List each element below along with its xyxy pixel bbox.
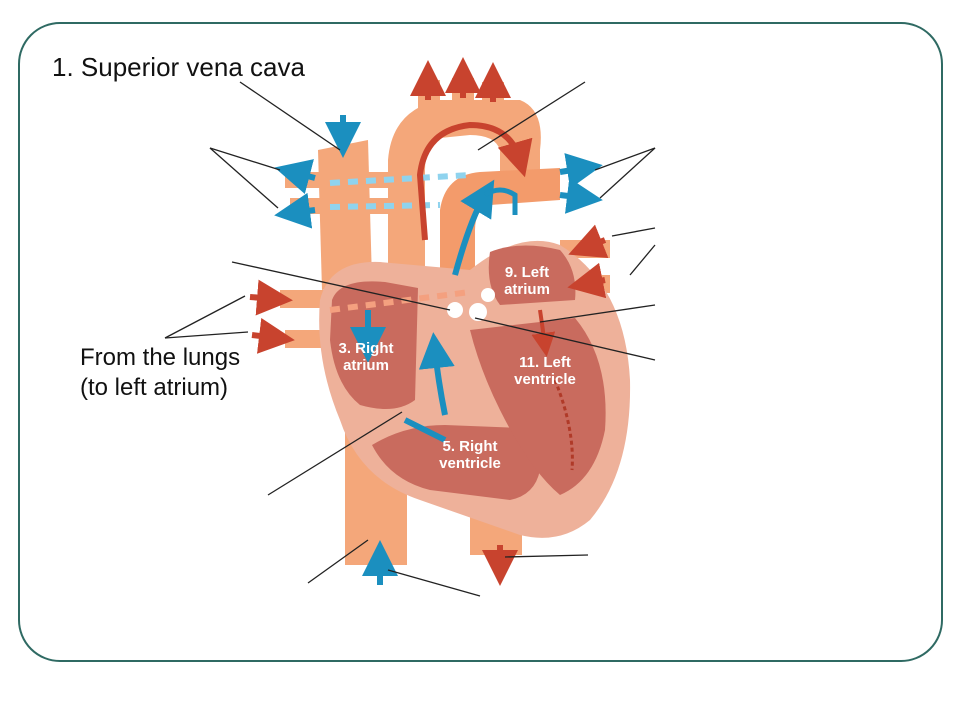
flow-to-left-lung-1 bbox=[274, 159, 316, 194]
label-from-lungs-line2: (to left atrium) bbox=[80, 374, 229, 401]
pulmonary-branch-left-2 bbox=[290, 198, 395, 214]
flow-to-left-lung-2 bbox=[274, 192, 316, 229]
right-ventricle-chamber bbox=[372, 425, 540, 500]
label-right-atrium-line2: atrium bbox=[343, 357, 389, 374]
leader-aortic-valve bbox=[474, 317, 656, 361]
label-superior-vena-cava: 1. Superior vena cava bbox=[52, 52, 305, 82]
label-from-lungs-line1: From the lungs bbox=[80, 344, 241, 371]
label-right-ventricle: 5. Right ventricle bbox=[425, 438, 515, 472]
flow-from-right-lung-2 bbox=[567, 262, 607, 299]
flow-pulmonary-right bbox=[483, 187, 518, 215]
flow-from-right-lung-1 bbox=[568, 224, 609, 259]
leader-right-pulm-vein-a bbox=[611, 227, 656, 237]
flow-aortic-arch bbox=[416, 121, 533, 241]
flow-dashed-blue-1 bbox=[329, 172, 471, 186]
flow-from-left-lung-2 bbox=[251, 317, 295, 354]
valve-2 bbox=[469, 303, 487, 321]
flow-to-right-lung-2 bbox=[559, 177, 603, 214]
flow-from-left-lung-1 bbox=[249, 279, 293, 316]
leader-left-pulm-b bbox=[209, 147, 279, 209]
leader-left-valve bbox=[539, 304, 656, 323]
pulmonary-vein-left-2 bbox=[285, 330, 330, 348]
label-right-atrium: 3. Right atrium bbox=[326, 340, 406, 374]
label-left-ventricle-line2: ventricle bbox=[514, 371, 576, 388]
flow-pulmonary-up bbox=[452, 179, 495, 276]
flow-lv-inner bbox=[553, 379, 574, 471]
label-right-atrium-line1: 3. Right bbox=[338, 340, 394, 357]
leader-ivc bbox=[307, 539, 369, 584]
leader-desc-aorta bbox=[504, 554, 589, 558]
leader-ivc-arrow bbox=[387, 569, 481, 597]
leader-right-pulm-vein-b bbox=[629, 244, 656, 276]
label-left-atrium: 9. Left atrium bbox=[492, 264, 562, 298]
label-left-ventricle: 11. Left ventricle bbox=[500, 354, 590, 388]
label-left-ventricle-line1: 11. Left bbox=[519, 354, 571, 371]
label-left-atrium-line2: atrium bbox=[504, 281, 550, 298]
flow-dashed-red bbox=[329, 289, 471, 313]
left-atrium-chamber bbox=[488, 245, 576, 305]
flow-rv-bottom bbox=[403, 417, 447, 443]
valve-3 bbox=[481, 288, 495, 302]
flow-to-right-lung-1 bbox=[559, 153, 603, 189]
leader-lungs-b bbox=[164, 331, 249, 339]
leader-left-pulm-a bbox=[209, 147, 281, 171]
leader-lungs-a bbox=[164, 295, 246, 339]
valve-1 bbox=[447, 302, 463, 318]
label-from-lungs: From the lungs (to left atrium) bbox=[80, 343, 240, 403]
leader-tricuspid bbox=[267, 411, 403, 496]
label-right-ventricle-line1: 5. Right bbox=[442, 438, 498, 455]
flow-left-ventricle bbox=[531, 309, 556, 357]
leader-aorta bbox=[477, 81, 586, 151]
leader-right-pulm-a bbox=[594, 147, 656, 171]
leader-right-pulm-b bbox=[599, 147, 656, 199]
label-left-atrium-line1: 9. Left bbox=[504, 264, 550, 281]
leader-valve-a bbox=[231, 261, 451, 311]
leader-svc bbox=[239, 81, 341, 151]
label-right-ventricle-line2: ventricle bbox=[439, 455, 501, 472]
flow-right-ventricle-up bbox=[418, 332, 455, 416]
